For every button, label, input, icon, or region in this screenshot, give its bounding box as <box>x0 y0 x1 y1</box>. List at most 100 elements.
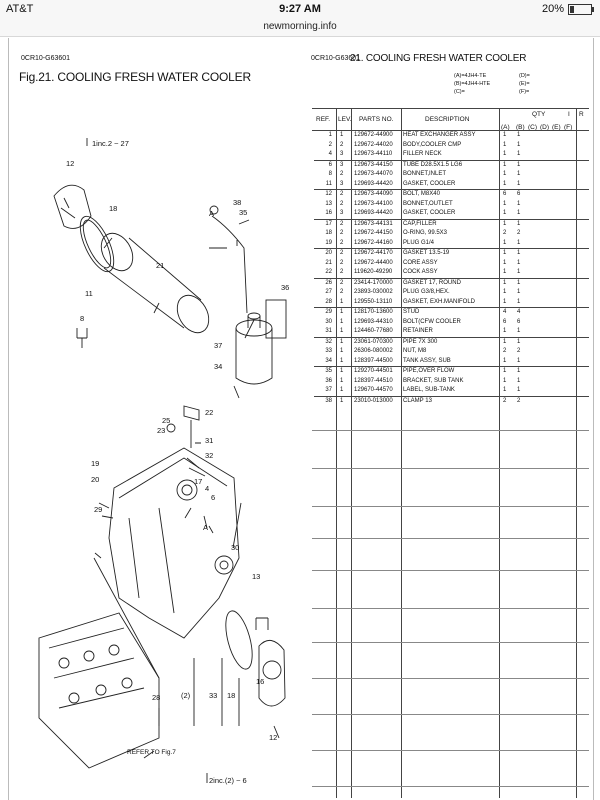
header-qty: QTY <box>532 111 546 118</box>
callout-a-top: A <box>209 209 214 218</box>
figure-title: Fig.21. COOLING FRESH WATER COOLER <box>19 70 251 84</box>
cell-desc: NUT, M8 <box>403 348 427 354</box>
callout-2-paren: (2) <box>181 691 191 700</box>
cell-desc: TUBE D28.5X1.5 LG6 <box>403 161 463 168</box>
model-list-a: (A)=4JH4-TE (B)=4JH4-HTE (C)= <box>454 72 490 96</box>
cell-desc: COCK ASSY <box>403 269 438 275</box>
cell-ref: 34 <box>325 357 332 364</box>
cell-ref: 35 <box>325 368 332 374</box>
cell-lev: 2 <box>340 230 344 236</box>
cell-b: 2 <box>517 397 521 404</box>
cell-lev: 2 <box>340 279 344 286</box>
callout-a-bottom: A <box>203 523 208 532</box>
cell-pno: 23061-070300 <box>354 338 393 345</box>
cell-desc: GASKET, COOLER <box>403 180 456 187</box>
model-d: (D)= <box>519 73 530 79</box>
cell-ref: 2 <box>328 141 332 148</box>
model-a: (A)=4JH4-TE <box>454 73 487 79</box>
callout-20: 20 <box>91 475 99 484</box>
cell-a: 1 <box>503 151 507 157</box>
callout-33: 33 <box>209 691 217 700</box>
cell-b: 1 <box>517 180 521 187</box>
cell-ref: 8 <box>328 171 332 177</box>
cell-lev: 2 <box>340 259 344 266</box>
cell-pno: 129673-44090 <box>354 191 393 197</box>
cell-pno: 129673-44110 <box>354 151 393 157</box>
cell-desc: RETAINER <box>403 328 433 334</box>
cell-desc: CORE ASSY <box>403 259 438 266</box>
cell-pno: 128170-13600 <box>354 309 393 315</box>
cell-a: 1 <box>503 357 507 364</box>
header-lev: LEV. <box>338 116 352 123</box>
cell-b: 6 <box>517 191 521 197</box>
cell-ref: 12 <box>325 191 332 197</box>
header-b: (B) <box>516 124 525 131</box>
cell-b: 6 <box>517 318 521 325</box>
cell-lev: 2 <box>340 269 344 275</box>
callout-30: 30 <box>231 543 239 552</box>
cell-b: 1 <box>517 368 521 374</box>
cell-pno: 129670-44570 <box>354 387 393 393</box>
cell-a: 1 <box>503 132 507 138</box>
cell-desc: FILLER NECK <box>403 151 442 157</box>
model-list-b: (D)= (E)= (F)= <box>519 72 530 96</box>
cell-ref: 26 <box>325 279 332 286</box>
cell-lev: 2 <box>340 141 344 148</box>
cell-pno: 23414-170000 <box>354 279 393 286</box>
cell-pno: 129693-44420 <box>354 210 393 216</box>
cell-lev: 1 <box>340 387 344 393</box>
callout-36: 36 <box>281 283 289 292</box>
cell-desc: BOLT, M8X40 <box>403 191 440 197</box>
battery-icon <box>568 3 594 15</box>
cell-pno: 128397-44510 <box>354 377 393 384</box>
header-d: (D) <box>540 124 550 131</box>
callout-6: 6 <box>211 493 215 502</box>
cell-b: 1 <box>517 387 521 393</box>
cell-b: 1 <box>517 161 521 168</box>
cell-lev: 2 <box>340 191 344 197</box>
cell-b: 1 <box>517 298 521 305</box>
cell-b: 2 <box>517 348 521 354</box>
exploded-parts-diagram: 1inc.2 ~ 27 12 18 21 11 8 38 35 A 36 37 … <box>38 138 289 785</box>
cell-lev: 1 <box>340 318 344 325</box>
cell-a: 1 <box>503 387 507 393</box>
cell-a: 1 <box>503 250 507 256</box>
cell-a: 1 <box>503 220 507 227</box>
cell-ref: 1 <box>328 132 332 138</box>
browser-url-bar[interactable]: newmorning.info <box>0 20 600 37</box>
header-parts-no: PARTS NO. <box>359 116 394 123</box>
cell-ref: 11 <box>325 180 332 187</box>
callout-37: 37 <box>214 341 222 350</box>
cell-ref: 29 <box>325 309 332 315</box>
cell-b: 1 <box>517 357 521 364</box>
cell-b: 1 <box>517 250 521 256</box>
cell-lev: 1 <box>340 338 344 345</box>
cell-b: 1 <box>517 328 521 334</box>
cell-a: 6 <box>503 191 507 197</box>
callout-17: 17 <box>194 477 202 486</box>
callout-35: 35 <box>239 208 247 217</box>
cell-a: 1 <box>503 289 507 295</box>
cell-desc: GASKET, EXH.MANIFOLD <box>403 298 476 305</box>
url-text[interactable]: newmorning.info <box>263 21 337 32</box>
header-r: R <box>579 111 584 118</box>
cell-a: 1 <box>503 161 507 168</box>
callout-21: 21 <box>156 261 164 270</box>
cell-a: 1 <box>503 377 507 384</box>
cell-desc: O-RING, 99.5X3 <box>403 230 448 236</box>
callout-18-bottom: 18 <box>227 691 235 700</box>
callout-23: 23 <box>157 426 165 435</box>
cell-a: 1 <box>503 279 507 286</box>
cell-pno: 128397-44500 <box>354 357 393 364</box>
cell-ref: 18 <box>325 230 332 236</box>
cell-desc: STUD <box>403 309 420 315</box>
